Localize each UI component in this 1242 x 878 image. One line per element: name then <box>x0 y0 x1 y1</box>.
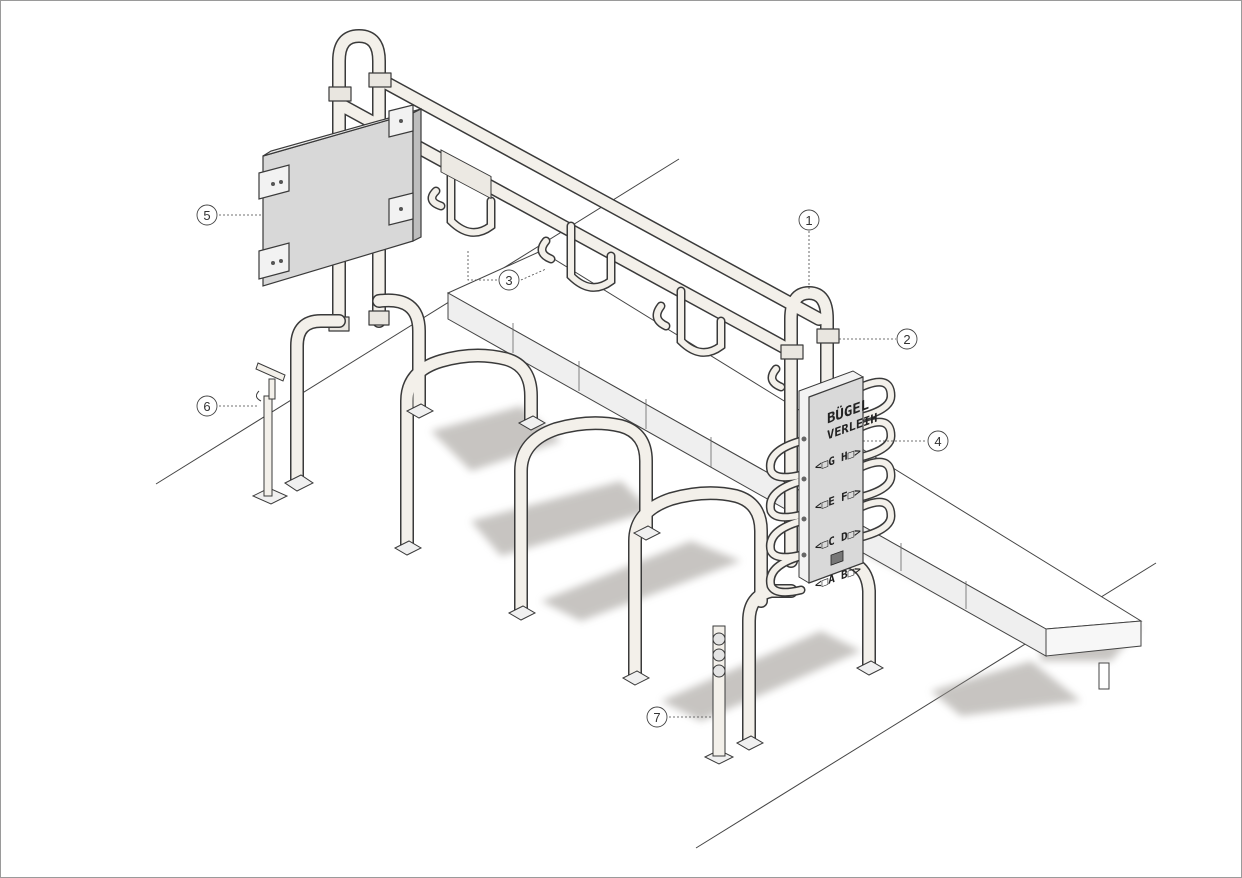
callout-2: 2 <box>896 328 918 350</box>
sign-board <box>258 104 422 287</box>
panel-card-reader <box>830 550 844 566</box>
rental-panel: BÜGEL VERLEIH <□G H□> <□E F□> <□C D□> <□… <box>765 370 896 597</box>
callout-7: 7 <box>646 706 668 728</box>
callout-5-label: 5 <box>203 208 210 223</box>
callout-6: 6 <box>196 395 218 417</box>
air-pump <box>251 362 289 505</box>
callout-leaders <box>219 214 927 718</box>
callout-1-label: 1 <box>805 213 812 228</box>
callout-4: 4 <box>927 430 949 452</box>
callout-3: 3 <box>498 269 520 291</box>
callout-6-label: 6 <box>203 399 210 414</box>
callout-5: 5 <box>196 204 218 226</box>
hoop-stands <box>284 293 885 751</box>
callout-1: 1 <box>798 209 820 231</box>
charging-post <box>703 625 735 765</box>
callout-4-label: 4 <box>934 434 941 449</box>
callout-2-label: 2 <box>903 332 910 347</box>
callout-7-label: 7 <box>653 710 660 725</box>
callout-3-label: 3 <box>505 273 512 288</box>
